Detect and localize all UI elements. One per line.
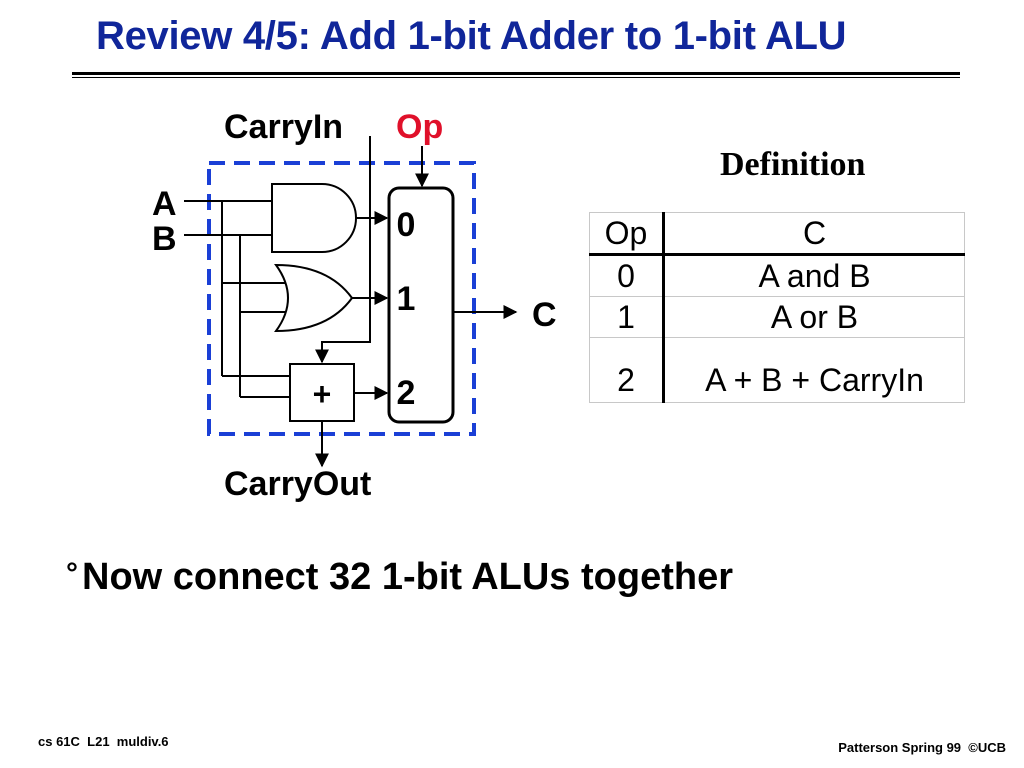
- row-result: A + B + CarryIn: [663, 337, 965, 403]
- title-rule: [72, 72, 960, 78]
- definition-title: Definition: [720, 146, 866, 183]
- row-op: 1: [589, 296, 665, 338]
- or-gate: [274, 263, 354, 333]
- multiplexer: [387, 186, 455, 424]
- table-row: 0 A and B: [589, 254, 965, 297]
- table-row: 1 A or B: [589, 296, 965, 338]
- input-a-label: A: [152, 185, 177, 223]
- mux-input-2: 2: [397, 374, 416, 412]
- footer-course: cs 61C L21 muldiv.6: [38, 734, 169, 749]
- op-label: Op: [396, 108, 443, 146]
- slide-title: Review 4/5: Add 1-bit Adder to 1-bit ALU: [96, 14, 847, 58]
- output-c-label: C: [532, 296, 557, 334]
- definition-table: Op C 0 A and B 1 A or B 2 A + B + CarryI…: [589, 212, 965, 403]
- row-op: 2: [589, 337, 665, 403]
- input-b-label: B: [152, 220, 177, 258]
- footer-credit: Patterson Spring 99 ©UCB: [838, 740, 1006, 755]
- input-wires: [184, 200, 290, 398]
- mux-input-1: 1: [397, 280, 416, 318]
- row-result: A or B: [663, 296, 965, 338]
- bullet-mark: °: [66, 557, 78, 590]
- carry-out-label: CarryOut: [224, 465, 371, 503]
- adder-symbol: +: [313, 376, 332, 412]
- alu-boundary: [207, 161, 476, 436]
- row-result: A and B: [663, 254, 965, 297]
- table-header-row: Op C: [589, 212, 965, 256]
- mux-input-0: 0: [397, 206, 416, 244]
- carry-in-label: CarryIn: [224, 108, 343, 146]
- table-row: 2 A + B + CarryIn: [589, 337, 965, 403]
- and-gate: [271, 183, 357, 253]
- row-op: 0: [589, 254, 665, 297]
- header-c: C: [663, 212, 965, 256]
- bullet-point: °Now connect 32 1-bit ALUs together: [66, 556, 733, 599]
- carry-in-wire: [315, 136, 371, 364]
- header-op: Op: [589, 212, 665, 256]
- adder-block: [289, 363, 355, 422]
- bullet-text: Now connect 32 1-bit ALUs together: [82, 556, 733, 598]
